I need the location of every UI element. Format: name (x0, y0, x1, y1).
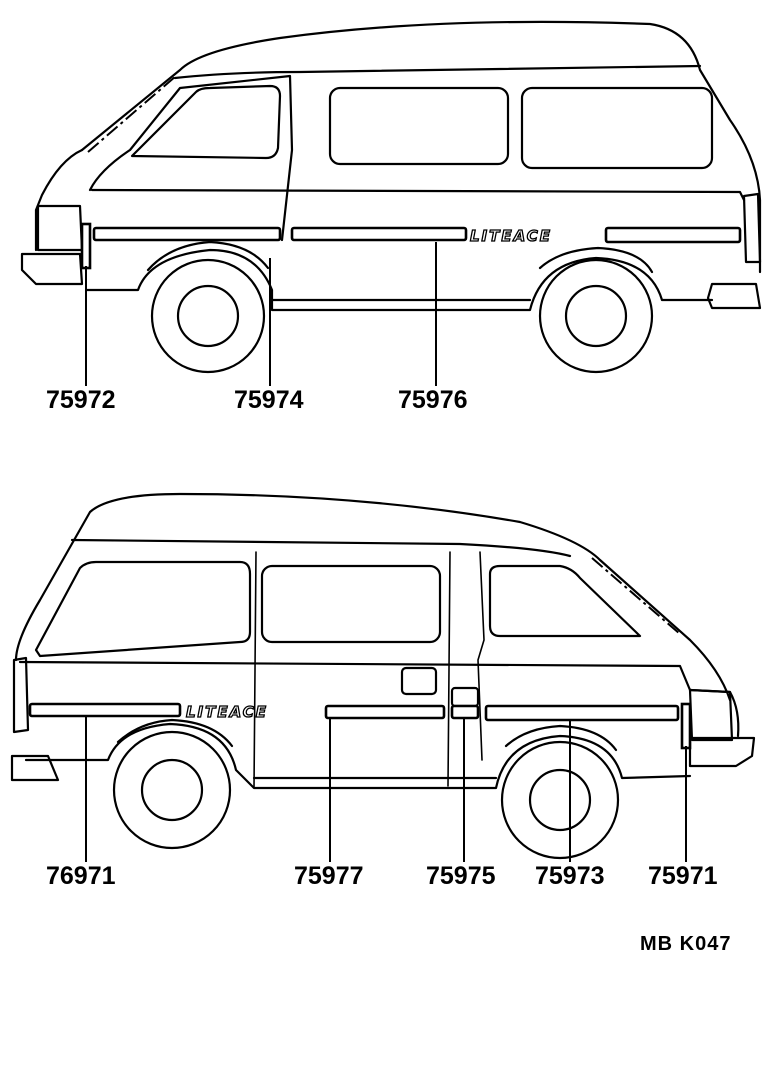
lower-van-lower-body (24, 722, 692, 790)
upper-van-front-bumper (20, 252, 84, 286)
upper-van-windshield-trim (87, 75, 177, 153)
lower-van-front-bumper (688, 736, 756, 768)
lower-van-rear-arch (116, 718, 234, 748)
lower-van-front-hub (528, 768, 592, 832)
part-number-label: 75975 (426, 862, 496, 890)
upper-van-lower-body (84, 248, 714, 312)
molding-75974 (92, 226, 282, 242)
molding-75975 (450, 704, 480, 720)
upper-liteace-badge: LITEACE (470, 227, 552, 245)
upper-van-rear-arch (538, 246, 654, 274)
upper-van-roof (80, 20, 762, 274)
lower-van-slide-door-front (447, 551, 451, 787)
lower-van-roof-inner (70, 538, 572, 558)
lower-van-front-wheel (500, 740, 620, 860)
upper-van-front-body (34, 148, 84, 252)
upper-van-window-mid (328, 86, 510, 166)
lower-van-window-mid (260, 564, 442, 644)
part-number-label: 75971 (648, 862, 718, 890)
upper-van-headlight (36, 204, 84, 252)
upper-van-roof-inner (173, 64, 702, 80)
part-number-label: 76971 (46, 862, 116, 890)
molding-75972 (80, 222, 92, 270)
part-number-label: 75976 (398, 386, 468, 414)
lower-van-windshield-trim (591, 557, 681, 635)
upper-van-rear-hub (564, 284, 628, 348)
lower-liteace-badge: LITEACE (186, 703, 268, 721)
upper-van-front-arch (146, 240, 270, 272)
diagram-code: MB K047 (640, 933, 731, 955)
lower-van-door-handle (450, 686, 480, 708)
molding-upper-rear (604, 226, 742, 244)
lower-van-rear-bumper (10, 754, 60, 782)
molding-75973 (484, 704, 680, 722)
lower-van-front-window (488, 564, 642, 638)
lower-van-roof (14, 492, 732, 702)
upper-van-front-door (88, 74, 294, 242)
upper-van-rear-bumper (706, 282, 762, 310)
upper-van-front-window (130, 84, 282, 160)
lower-van-rear-light (12, 656, 30, 734)
molding-75976 (290, 226, 468, 242)
part-number-label: 75972 (46, 386, 116, 414)
molding-75971 (680, 702, 692, 750)
upper-van: LITEACE (20, 20, 762, 386)
lower-van-rear-hub (140, 758, 204, 822)
molding-75977 (324, 704, 446, 720)
lower-van-fuel-lid (400, 666, 438, 696)
upper-van-front-wheel (150, 258, 266, 374)
lower-van-window-rear (34, 560, 252, 658)
lower-van-front-door-line (477, 551, 485, 761)
lower-van-rear-wheel (112, 730, 232, 850)
upper-van-front-hub (176, 284, 240, 348)
lower-van-headlight (688, 688, 734, 742)
molding-76971 (28, 702, 182, 718)
upper-van-belt-line (90, 188, 746, 202)
lower-van-belt-line (18, 660, 692, 692)
upper-van-window-rear (520, 86, 714, 170)
upper-van-rear-wheel (538, 258, 654, 374)
upper-van-rear-light (742, 192, 762, 264)
part-number-label: 75974 (234, 386, 304, 414)
lower-van-front-arch (504, 724, 618, 752)
part-number-label: 75973 (535, 862, 605, 890)
part-number-label: 75977 (294, 862, 364, 890)
lower-van-pillar-b (253, 551, 257, 789)
lower-van: LITEACE (10, 492, 756, 862)
